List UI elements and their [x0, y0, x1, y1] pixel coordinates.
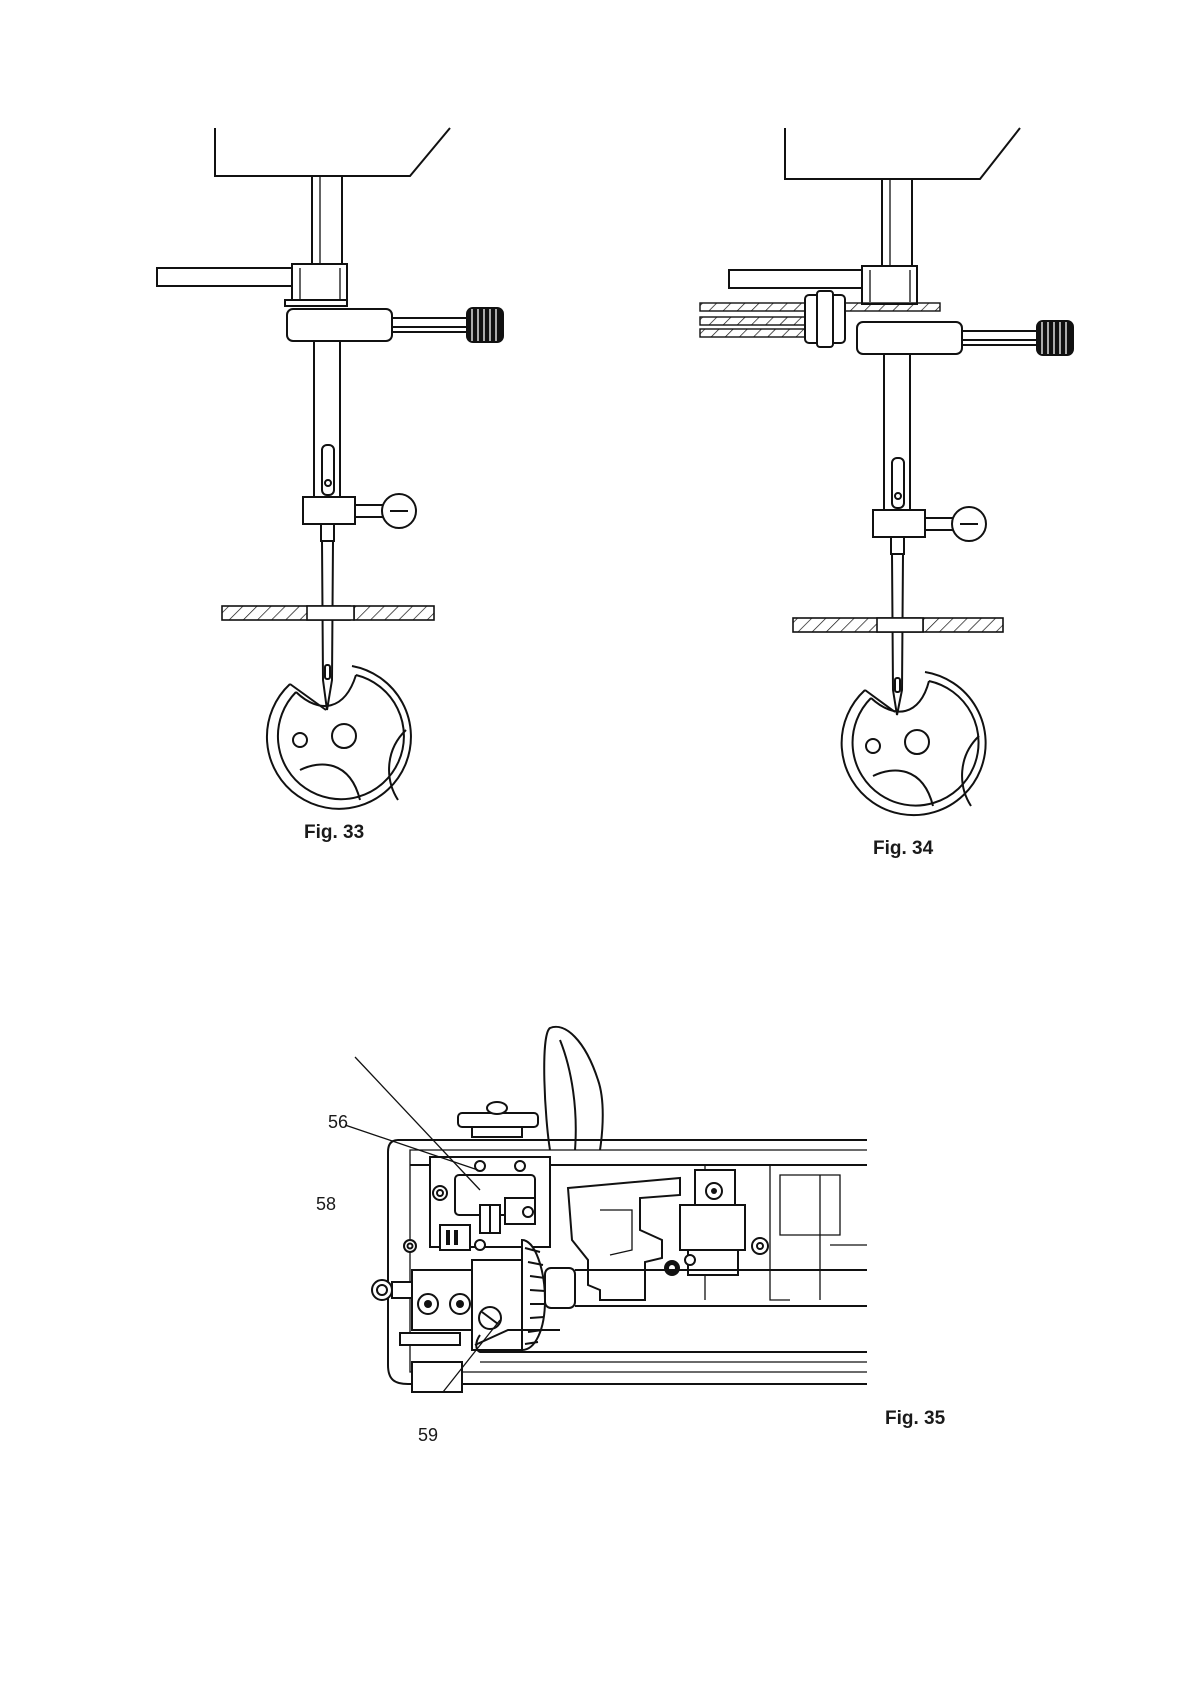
figure-33: Fig. 33 — [0, 0, 595, 860]
figure-35-caption: Fig. 35 — [885, 1408, 945, 1430]
figure-34-caption: Fig. 34 — [873, 838, 933, 860]
figure-34: Fig. 34 — [595, 0, 1190, 880]
figure-33-caption: Fig. 33 — [304, 822, 364, 844]
callout-59: 59 — [418, 1425, 438, 1446]
callout-56: 56 — [328, 1112, 348, 1133]
callout-58: 58 — [316, 1194, 336, 1215]
figure-34-drawing — [595, 0, 1190, 880]
figure-33-drawing — [0, 0, 595, 860]
figure-35-drawing — [0, 1000, 1190, 1460]
figure-35: 56 58 59 Fig. 35 — [0, 1000, 1190, 1460]
